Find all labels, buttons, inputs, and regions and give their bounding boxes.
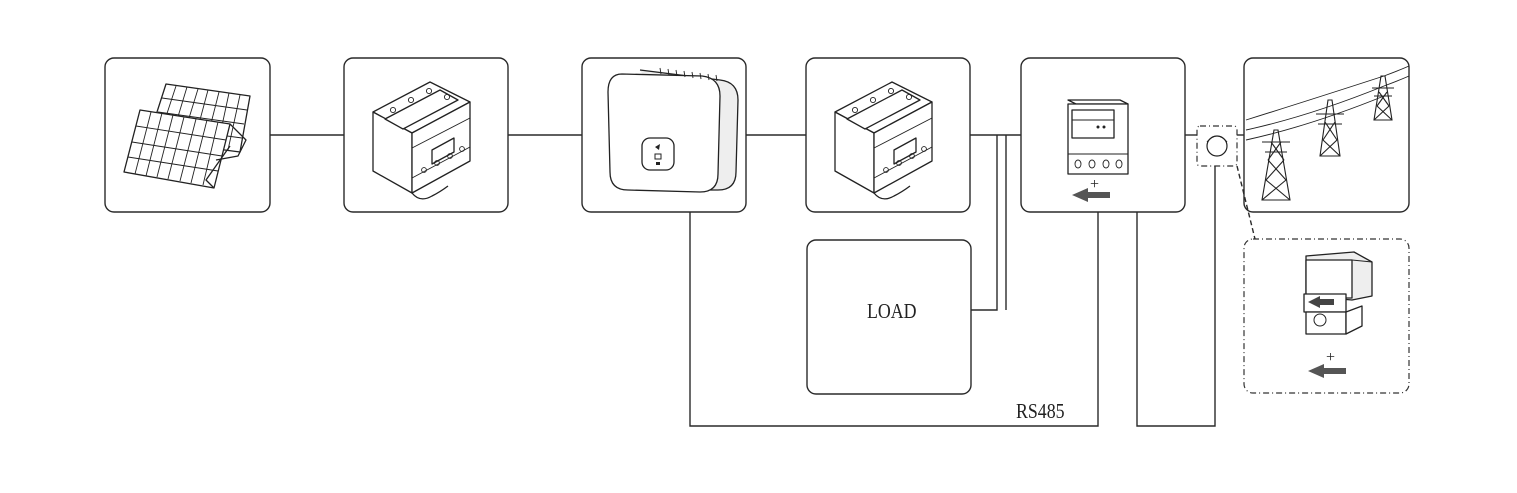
ac-breaker-icon [834,81,933,200]
wire-ct-signal [1136,152,1216,427]
wiring [270,134,1244,427]
meter-direction-arrow [1072,188,1110,202]
ct-detail-connector [1236,165,1256,240]
current-transformer-icon [1206,135,1228,157]
power-grid-icon [1245,65,1410,201]
wire-bus-to-load-a [971,135,998,311]
ct-direction-arrow [1308,364,1346,378]
energy-meter-icon [1067,99,1129,175]
rs485-label: RS485 [1016,401,1065,424]
load-label: LOAD [867,301,917,324]
meter-plus-sign: + [1090,176,1099,193]
ct-plus-sign: + [1326,349,1335,366]
inverter-icon [607,67,739,193]
wire-rs485-comm [689,212,1099,427]
solar-panel-icon [123,83,251,189]
dc-breaker-icon [372,81,471,200]
ct-clamp-icon [1303,251,1373,335]
load-box [806,239,972,395]
